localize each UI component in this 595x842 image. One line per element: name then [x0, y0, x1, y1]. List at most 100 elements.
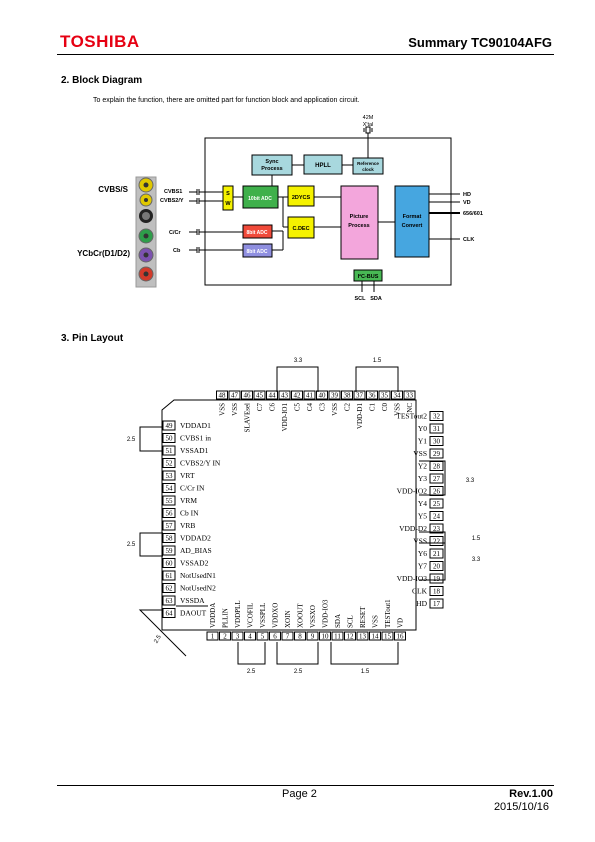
pin-number-42: 42: [294, 392, 302, 400]
hpll-label: HPLL: [315, 163, 331, 169]
adc-8bit-cr-label: 8bit ADC: [247, 230, 268, 236]
ycbcr-label: YCbCr(D1/D2): [77, 249, 130, 258]
voltage-left-b: 2.5: [127, 542, 136, 548]
picture-process-block: [340, 185, 379, 260]
jack-blue-icon: [138, 247, 154, 263]
pin-box-24: [429, 511, 444, 521]
reference-clock-label-2: clock: [362, 167, 374, 172]
pin-number-11: 11: [334, 633, 341, 641]
pin-box-20: [429, 561, 444, 571]
svideo-jack-icon: [139, 209, 153, 223]
pin-box-49: [162, 420, 176, 431]
pin-name-41: C4: [306, 403, 314, 412]
pin-box-17: [429, 598, 444, 609]
pin-box-3: [231, 631, 244, 641]
picture-process-label-1: Picture: [350, 214, 369, 220]
pin-box-57: [162, 520, 176, 531]
pin-box-59: [162, 545, 176, 556]
pin-box-25: [429, 498, 444, 509]
section-heading-pin-layout: 3. Pin Layout: [61, 333, 124, 344]
pin-name-17: HD: [416, 599, 427, 608]
pin-name-12: SCL: [347, 615, 355, 628]
block-diagram-note: To explain the function, there are omitt…: [93, 97, 360, 104]
pin-name-59: AD_BIAS: [180, 546, 212, 555]
pin-number-56: 56: [166, 510, 174, 518]
pin-name-38: C2: [344, 403, 352, 412]
pin-name-16: VD: [397, 618, 405, 628]
pin-number-40: 40: [319, 392, 327, 400]
format-convert-label-2: Convert: [402, 223, 423, 229]
pin-name-1: VDDDA: [209, 603, 217, 628]
pin-number-2: 2: [223, 633, 227, 641]
header-rule: [57, 54, 554, 55]
format-convert-label-1: Format: [403, 214, 422, 220]
cdec-label: C.DEC: [292, 226, 309, 232]
pin-box-6: [269, 631, 281, 641]
pin-box-41: [303, 390, 316, 400]
pin-number-44: 44: [269, 392, 277, 400]
pin-number-22: 22: [433, 538, 441, 546]
pin-name-55: VRM: [180, 496, 197, 505]
pin-name-63: VSSDA: [180, 596, 205, 605]
pin-number-1: 1: [211, 633, 215, 641]
pin-number-13: 13: [359, 633, 367, 641]
pin-name-32: TESTout2: [396, 412, 427, 421]
pin-number-48: 48: [219, 392, 227, 400]
pin-box-11: [331, 631, 344, 641]
sync-process-label-1: Sync: [265, 159, 278, 165]
jack-yellow-icon: [138, 177, 154, 193]
pin-name-14: VSS: [372, 615, 380, 628]
pin-name-46: SLAVEsel: [244, 403, 252, 432]
pin-name-36: C1: [369, 403, 377, 412]
pin-name-50: CVBS1 in: [180, 434, 211, 443]
pin-box-12: [344, 631, 356, 641]
ycs-block: [287, 185, 315, 207]
crystal-icon: [363, 126, 373, 158]
pin-box-61: [162, 570, 176, 581]
pin-name-31: Y0: [418, 424, 427, 433]
pin-number-31: 31: [433, 425, 441, 433]
voltage-top-b: 1.5: [373, 358, 382, 364]
pin-box-8: [294, 631, 306, 641]
pin-name-24: Y5: [418, 512, 427, 521]
pin-box-52: [162, 458, 176, 468]
pin-box-58: [162, 533, 176, 543]
pin-box-5: [256, 631, 269, 641]
pin-number-55: 55: [166, 497, 174, 505]
pin-box-10: [319, 631, 331, 641]
pin-name-9: VSSXO: [309, 605, 317, 628]
pin-number-41: 41: [306, 392, 314, 400]
pin-name-58: VDDAD2: [180, 534, 211, 543]
pin-box-27: [429, 473, 444, 484]
pin-number-38: 38: [344, 392, 352, 400]
input-capacitors: [189, 189, 243, 253]
voltage-brackets: [138, 366, 446, 665]
pin-box-35: [378, 390, 391, 400]
pin-box-48: [216, 390, 228, 400]
format-convert-block: [394, 185, 430, 258]
pin-box-60: [162, 558, 176, 568]
pin-box-34: [391, 390, 403, 400]
section-heading-block-diagram: 2. Block Diagram: [61, 75, 143, 86]
pin-box-43: [278, 390, 291, 400]
pin-number-64: 64: [166, 610, 174, 618]
pin-box-32: [429, 411, 444, 421]
pin-number-6: 6: [273, 633, 277, 641]
pin-number-45: 45: [256, 392, 264, 400]
pin-name-42: C5: [294, 403, 302, 412]
output-hd-label: HD: [463, 192, 471, 198]
pin-number-63: 63: [166, 597, 174, 605]
pin-number-59: 59: [166, 547, 174, 555]
reference-clock-label-1: Reference: [357, 161, 379, 166]
pin-name-44: C6: [269, 403, 277, 412]
pin-number-37: 37: [356, 392, 364, 400]
voltage-bottom-c: 1.5: [361, 669, 370, 675]
pin-name-11: SDA: [334, 614, 342, 628]
pin-number-30: 30: [433, 438, 441, 446]
pin-number-26: 26: [433, 488, 441, 496]
pin-number-20: 20: [433, 563, 441, 571]
pin-name-10: VDD-IO3: [322, 599, 330, 628]
pin-name-37: VDD-D1: [356, 403, 364, 430]
pin-name-5: VSSPLL: [259, 603, 267, 628]
